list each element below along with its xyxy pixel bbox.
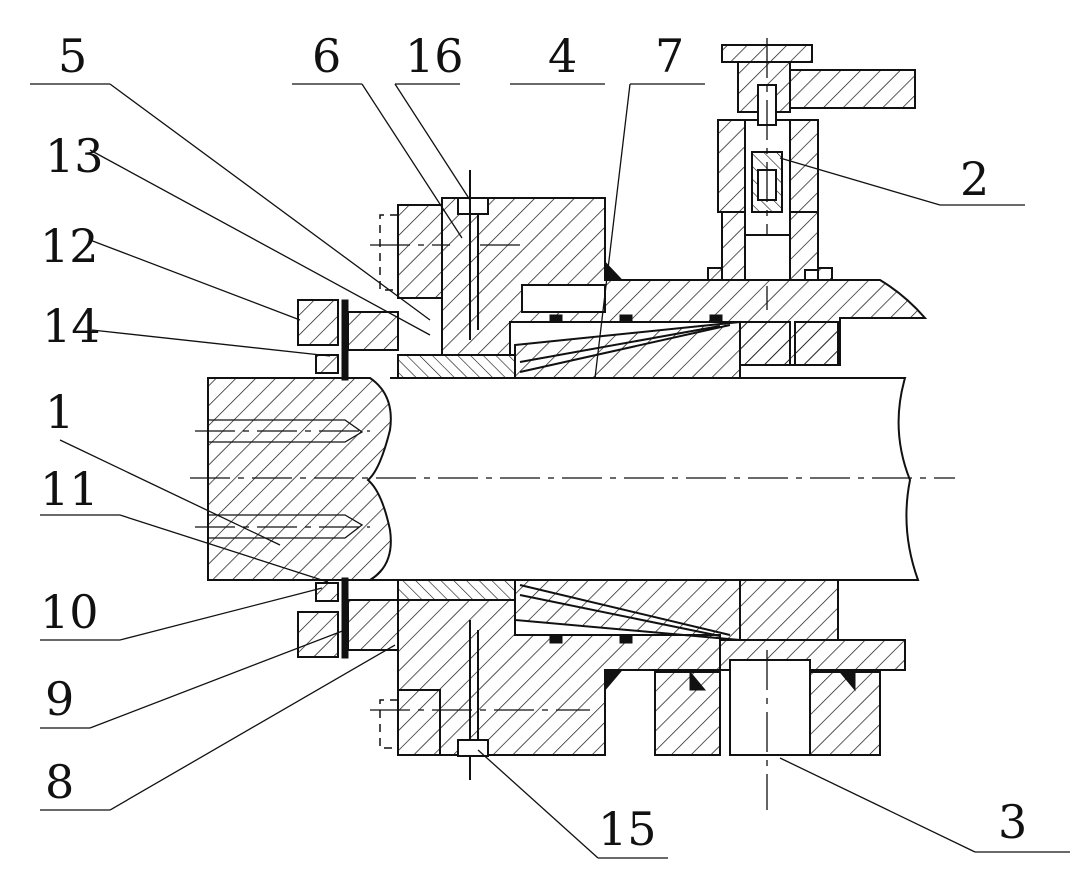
label-10: 10 bbox=[40, 585, 99, 639]
label-2: 2 bbox=[960, 152, 989, 206]
label-15: 15 bbox=[598, 802, 657, 856]
left-fasteners bbox=[297, 299, 399, 659]
label-1: 1 bbox=[45, 385, 74, 439]
leader-lines bbox=[30, 83, 1070, 859]
valve-assembly bbox=[707, 38, 916, 310]
lower-housing bbox=[370, 579, 906, 810]
shaft bbox=[190, 377, 955, 581]
label-9: 9 bbox=[45, 672, 74, 726]
label-4: 4 bbox=[548, 29, 577, 83]
label-12: 12 bbox=[40, 219, 99, 273]
label-3: 3 bbox=[998, 795, 1027, 849]
upper-housing bbox=[370, 170, 928, 379]
label-6: 6 bbox=[312, 29, 341, 83]
label-13: 13 bbox=[45, 129, 104, 183]
label-14: 14 bbox=[42, 299, 101, 353]
label-16: 16 bbox=[405, 29, 464, 83]
label-8: 8 bbox=[45, 755, 74, 809]
label-5: 5 bbox=[58, 29, 87, 83]
part-labels: 5 6 16 4 7 13 2 12 14 1 11 10 9 8 15 3 bbox=[40, 29, 1027, 856]
label-11: 11 bbox=[40, 462, 99, 516]
label-7: 7 bbox=[655, 29, 684, 83]
